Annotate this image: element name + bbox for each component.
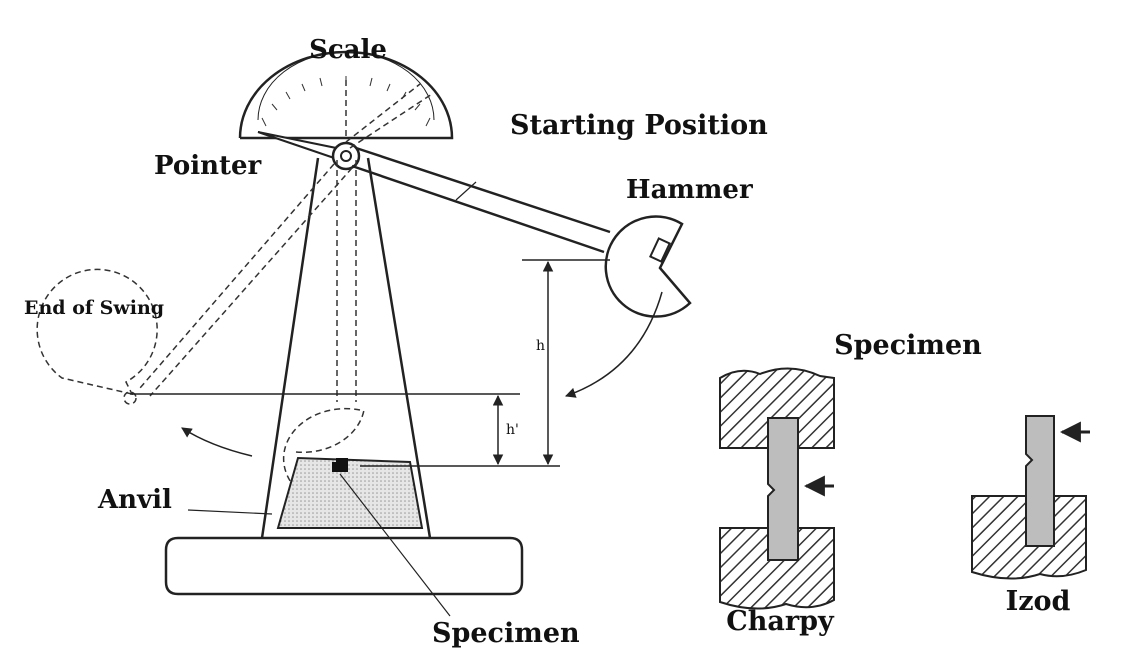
label-h-prime: h' <box>506 422 519 438</box>
label-scale: Scale <box>309 35 387 65</box>
end-of-swing-hammer <box>36 268 158 396</box>
label-charpy: Charpy <box>726 606 835 637</box>
impact-tester <box>36 50 692 617</box>
label-pointer: Pointer <box>154 151 262 181</box>
anvil <box>276 456 424 529</box>
label-end-of-swing: End of Swing <box>24 297 164 319</box>
label-h: h <box>536 338 545 354</box>
specimen-panel-title: Specimen <box>834 330 982 361</box>
tower <box>260 157 432 539</box>
label-hammer: Hammer <box>626 175 753 205</box>
test-specimen <box>336 458 348 472</box>
specimen-panel: Specimen Charpy Izod <box>719 330 1090 637</box>
label-anvil: Anvil <box>97 485 172 515</box>
label-starting-position: Starting Position <box>510 110 768 141</box>
izod-setup: Izod <box>971 415 1090 617</box>
charpy-specimen <box>767 417 799 561</box>
charpy-setup: Charpy <box>719 367 835 637</box>
hammer-head <box>604 215 692 318</box>
izod-specimen <box>1025 415 1055 547</box>
base <box>164 536 524 596</box>
label-specimen-bottom: Specimen <box>432 618 580 649</box>
label-izod: Izod <box>1006 586 1071 617</box>
hammer-arm <box>351 146 611 254</box>
